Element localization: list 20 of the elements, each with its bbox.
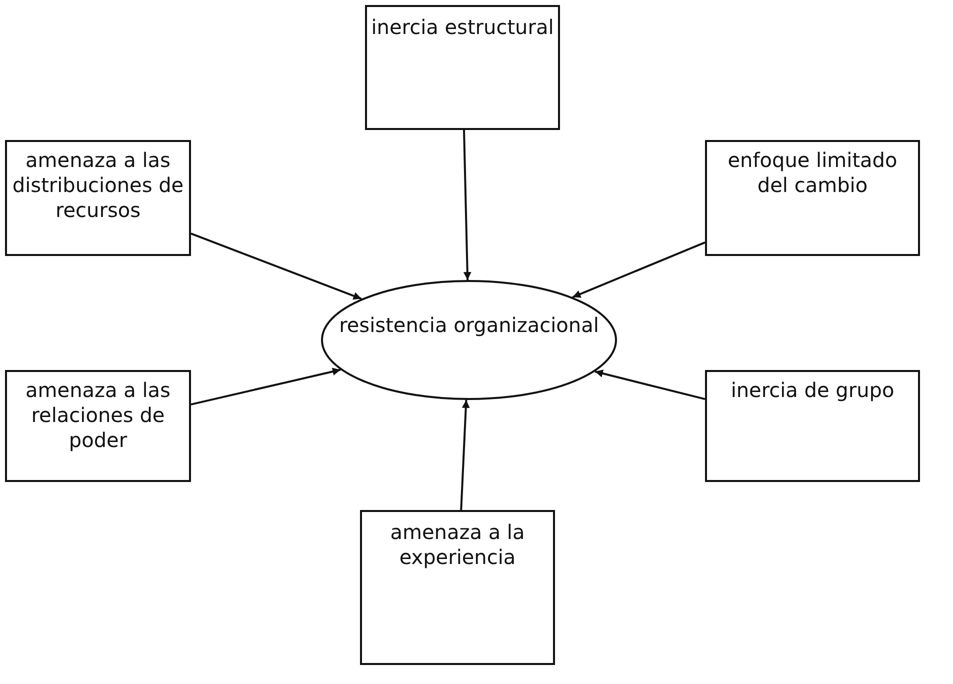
factor-box — [365, 5, 560, 130]
node-label: inercia de grupo — [730, 378, 896, 403]
arrow — [190, 368, 341, 406]
node-label: resistencia organizacional — [338, 313, 600, 338]
node-label: enfoque limitado del cambio — [726, 148, 898, 198]
node-label: inercia estructural — [371, 15, 554, 40]
arrow — [594, 370, 706, 400]
factor-box — [5, 140, 191, 256]
factor-box — [5, 370, 191, 482]
arrow — [460, 400, 470, 510]
arrow — [572, 242, 706, 298]
central-ellipse — [321, 280, 617, 400]
factor-box — [705, 370, 920, 482]
factor-box — [360, 510, 555, 665]
arrow — [190, 232, 362, 300]
node-label: amenaza a la experiencia — [389, 520, 526, 570]
node-label: amenaza a las relaciones de poder — [24, 378, 172, 453]
node-label: amenaza a las distribuciones de recursos — [11, 148, 185, 223]
factor-box — [705, 140, 920, 256]
arrow — [463, 130, 472, 280]
